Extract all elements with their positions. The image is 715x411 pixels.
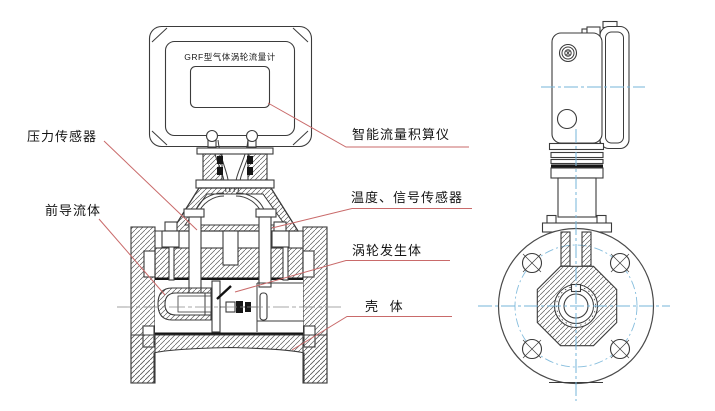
- side-end-view: [478, 20, 670, 401]
- pickup-slot: [259, 292, 268, 321]
- head-side-box: [551, 32, 603, 144]
- bolt-holes: [521, 252, 631, 360]
- leader-temp-signal: [271, 208, 472, 229]
- label-pressure-sensor: 压力传感器: [27, 129, 98, 144]
- turbine-internals: [157, 280, 303, 333]
- leader-pressure-sensor: [103, 140, 198, 231]
- label-flow-guide: 前导流体: [45, 203, 102, 218]
- stem: [557, 177, 597, 218]
- lcd-screen: [189, 65, 271, 109]
- label-housing: 壳 体: [365, 299, 407, 314]
- meter-body: [130, 208, 328, 384]
- side-bolt-left: [164, 221, 178, 232]
- leader-housing: [291, 316, 452, 351]
- sensor-neck: [195, 147, 275, 189]
- temp-sensor-well: [258, 216, 272, 288]
- leader-flow-guide: [98, 218, 166, 296]
- totalizer-display-head: GRF型气体涡轮流量计: [148, 25, 313, 193]
- label-totalizer: 智能流量积算仪: [352, 127, 451, 142]
- cable-gland-right: [245, 129, 259, 143]
- base-apron: [130, 334, 328, 384]
- turbine-blades: [236, 301, 243, 313]
- leader-lines: [98, 102, 472, 351]
- front-section-view: GRF型气体涡轮流量计: [117, 25, 344, 384]
- leader-totalizer: [267, 102, 469, 148]
- display-model-title: GRF型气体涡轮流量计: [184, 52, 275, 62]
- cable-entry-circle: [556, 108, 578, 130]
- label-turbine-body: 涡轮发生体: [352, 243, 423, 258]
- label-temp-signal-sensor: 温度、信号传感器: [351, 190, 464, 205]
- leader-turbine: [234, 260, 450, 293]
- cable-gland-left: [205, 129, 219, 143]
